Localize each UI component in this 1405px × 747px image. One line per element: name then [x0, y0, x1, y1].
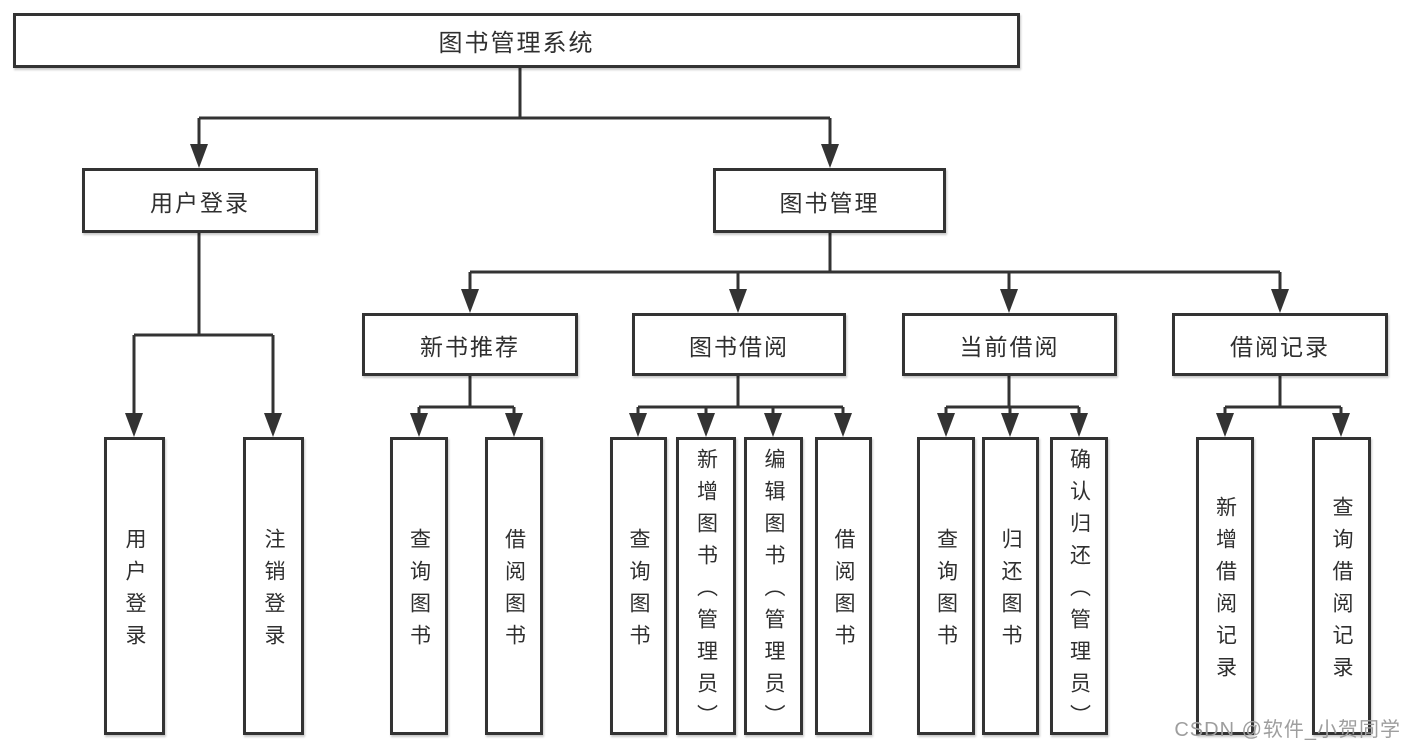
leaf-borrow-books-label: 借阅图书 — [832, 527, 855, 656]
leaf-add-borrow-record-label: 新增借阅记录 — [1213, 495, 1237, 688]
leaf-add-borrow-record: 新增借阅记录 — [1196, 437, 1254, 735]
leaf-recommend-query-books-label: 查询图书 — [407, 527, 431, 656]
leaf-recommend-query-books: 查询图书 — [390, 437, 448, 735]
node-root-system-label: 图书管理系统 — [438, 30, 595, 57]
leaf-borrow-books: 借阅图书 — [815, 437, 872, 735]
watermark-text: CSDN @软件_小贺同学 — [1174, 719, 1401, 741]
leaf-add-books-admin-label: 新增图书（管理员） — [694, 447, 718, 736]
leaf-logout: 注销登录 — [243, 437, 304, 735]
leaf-user-login: 用户登录 — [104, 437, 165, 735]
leaf-add-books-admin: 新增图书（管理员） — [676, 437, 736, 736]
leaf-user-login-label: 用户登录 — [123, 527, 146, 656]
node-root-system: 图书管理系统 — [13, 13, 1020, 68]
node-current-borrow: 当前借阅 — [902, 313, 1117, 376]
leaf-return-books: 归还图书 — [982, 437, 1039, 735]
leaf-return-books-label: 归还图书 — [999, 527, 1022, 656]
leaf-borrow-query-books-label: 查询图书 — [627, 527, 650, 656]
node-new-book-recommend-label: 新书推荐 — [420, 333, 520, 360]
node-book-management: 图书管理 — [713, 168, 946, 233]
node-borrow-records: 借阅记录 — [1172, 313, 1388, 376]
leaf-query-borrow-record-label: 查询借阅记录 — [1330, 495, 1353, 688]
node-borrow-records-label: 借阅记录 — [1230, 333, 1330, 360]
leaf-query-borrow-record: 查询借阅记录 — [1312, 437, 1371, 735]
leaf-edit-books-admin: 编辑图书（管理员） — [744, 437, 803, 736]
leaf-confirm-return-admin: 确认归还（管理员） — [1050, 437, 1108, 736]
node-book-borrow: 图书借阅 — [632, 313, 846, 376]
leaf-logout-label: 注销登录 — [262, 527, 285, 656]
node-book-management-label: 图书管理 — [779, 189, 880, 216]
leaf-current-query-books: 查询图书 — [917, 437, 975, 735]
leaf-recommend-borrow-books-label: 借阅图书 — [502, 527, 526, 656]
leaf-confirm-return-admin-label: 确认归还（管理员） — [1067, 447, 1091, 736]
node-book-borrow-label: 图书借阅 — [689, 333, 789, 360]
node-current-borrow-label: 当前借阅 — [959, 333, 1060, 360]
leaf-edit-books-admin-label: 编辑图书（管理员） — [762, 447, 785, 736]
leaf-borrow-query-books: 查询图书 — [610, 437, 667, 735]
leaf-recommend-borrow-books: 借阅图书 — [485, 437, 543, 735]
node-new-book-recommend: 新书推荐 — [362, 313, 578, 376]
node-user-login-label: 用户登录 — [150, 189, 250, 216]
leaf-current-query-books-label: 查询图书 — [934, 527, 958, 656]
node-user-login: 用户登录 — [82, 168, 318, 233]
